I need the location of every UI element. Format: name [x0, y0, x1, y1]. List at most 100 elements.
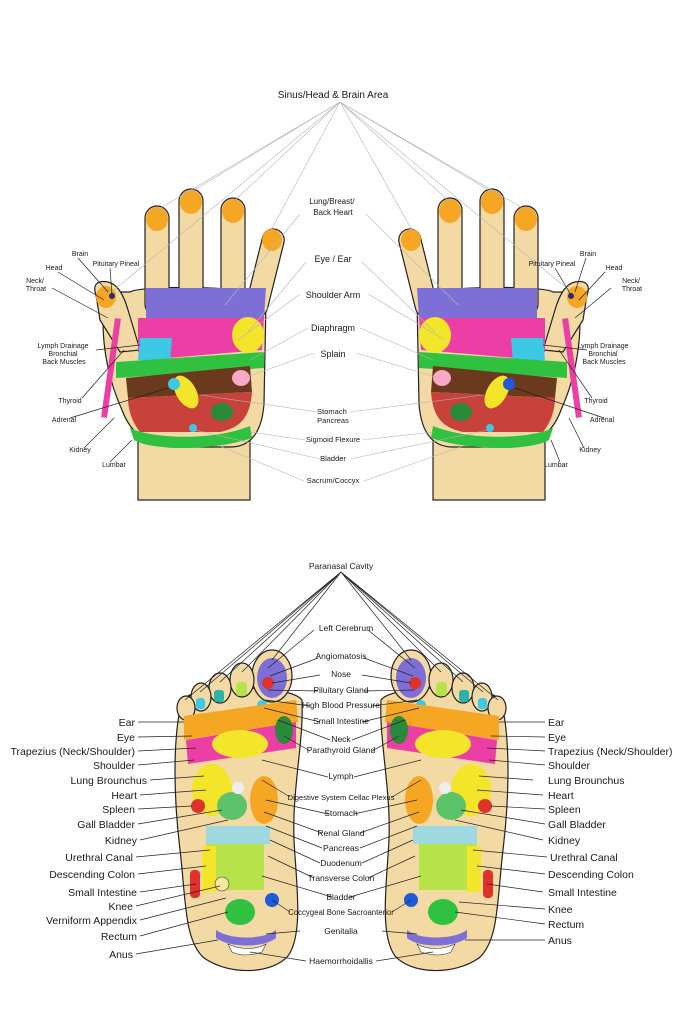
left-pinky-tip — [262, 229, 282, 251]
left-foot-label-trapezius: Trapezius (Neck/Shoulder) — [11, 746, 136, 758]
left-zone-orange-band — [184, 700, 298, 740]
right-label-thyroid: Thyroid — [584, 398, 607, 405]
left-label-lymph: Lymph Drainage Bronchial Back Muscles — [37, 343, 90, 366]
left-ring-tip — [222, 199, 244, 223]
hand-right-side-labels: Brain Pituitary Pineal Head Neck/ Throat… — [529, 251, 643, 469]
foot-right-labels: Ear Eye Trapezius (Neck/Shoulder) Should… — [548, 717, 673, 947]
left-zone-appendix — [214, 876, 230, 892]
right-lymph-l2: Bronchial — [588, 351, 618, 358]
right-pinky-tip — [401, 229, 421, 251]
left-zone-green-kidney — [217, 792, 247, 820]
right-toe-3-green — [459, 690, 469, 702]
label-duodenum: Duodenum — [320, 858, 362, 868]
left-lymph-l2: Bronchial — [48, 351, 78, 358]
label-pancreas: Pancreas — [323, 843, 359, 853]
left-neck-l2: Throat — [26, 286, 46, 293]
left-foot-label-anus: Anus — [109, 949, 133, 961]
left-label-lumbar: Lumbar — [102, 462, 126, 469]
label-diaphragm: Diaphragm — [311, 323, 355, 333]
left-zone-dark-green — [275, 716, 293, 744]
left-foot-label-rectum: Rectum — [101, 931, 137, 943]
right-neck-l1: Neck/ — [622, 278, 640, 285]
label-bladder-hand: Bladder — [320, 454, 346, 463]
right-zone-purple — [417, 288, 537, 320]
right-zone-bladder — [486, 424, 494, 432]
left-zone-spleen — [232, 370, 250, 386]
label-transverse-colon: Transverse Colon — [308, 873, 375, 883]
feet-title: Paranasal Cavity — [309, 561, 374, 571]
left-foot-label-small-intestine: Small Intestine — [68, 887, 137, 899]
label-bladder-foot: Bladder — [326, 892, 355, 902]
left-wrist — [137, 437, 251, 501]
label-sacrum: Sacrum/Coccyx — [307, 476, 360, 485]
left-foot-label-shoulder: Shoulder — [93, 760, 136, 772]
left-foot — [174, 649, 303, 972]
right-zone-yellow-lung — [415, 730, 471, 758]
right-label-head: Head — [606, 265, 623, 272]
left-zone-red — [128, 392, 252, 432]
hand-leader-lines — [51, 101, 612, 482]
right-foot-label-lung: Lung Brounchus — [548, 775, 624, 787]
right-zone-green-kidney — [436, 792, 466, 820]
right-label-kidney: Kidney — [579, 447, 601, 454]
left-foot-label-ear: Ear — [119, 717, 136, 729]
label-renal-gland: Renal Gland — [317, 828, 365, 838]
left-foot-label-gall: Gall Bladder — [77, 819, 135, 831]
left-zone-purple — [146, 288, 266, 320]
left-zone-lymph — [101, 318, 121, 418]
right-zone-yellow-colon — [467, 846, 481, 892]
label-parathyroid: Parathyroid Gland — [307, 745, 376, 755]
left-zone-green — [116, 352, 264, 378]
right-zone-green — [419, 352, 567, 378]
foot-left-labels: Ear Eye Trapezius (Neck/Shoulder) Should… — [11, 717, 148, 961]
right-lymph-l3: Back Muscles — [582, 359, 626, 366]
label-sigmoid: Sigmoid Flexure — [306, 435, 360, 444]
right-foot-label-descending: Descending Colon — [548, 869, 634, 881]
left-lymph-l1: Lymph Drainage — [37, 343, 88, 350]
label-eye-ear: Eye / Ear — [314, 254, 351, 264]
left-zone-cyan — [138, 338, 172, 362]
left-foot-label-eye: Eye — [117, 732, 135, 744]
left-label-brain: Brain — [72, 251, 88, 258]
label-shoulder-arm: Shoulder Arm — [306, 290, 361, 300]
label-lung-breast-l2: Back Heart — [313, 208, 353, 217]
right-foot-label-knee: Knee — [548, 904, 573, 916]
left-label-kidney: Kidney — [69, 447, 91, 454]
left-hand — [94, 188, 285, 501]
right-ring-tip — [439, 199, 461, 223]
feet-section: Paranasal Cavity Left Cerebrum Angiomato… — [11, 561, 673, 972]
label-neck-foot: Neck — [331, 734, 351, 744]
right-zone-teal-colon — [413, 826, 477, 844]
left-foot-label-heart: Heart — [111, 790, 137, 802]
left-zone-green-oval — [211, 403, 233, 421]
right-foot-label-heart: Heart — [548, 790, 574, 802]
label-angiomatosis: Angiomatosis — [315, 651, 366, 661]
right-zone-orange-stomach — [405, 776, 433, 824]
foot-leader-lines — [135, 571, 548, 962]
left-foot-label-knee: Knee — [108, 901, 133, 913]
right-lymph-l1: Lymph Drainage — [577, 343, 628, 350]
label-coccygeal: Coccygeal Bone Sacroanterior — [288, 908, 394, 917]
left-label-adrenal: Adrenal — [52, 417, 77, 424]
left-zone-adrenal — [168, 378, 180, 390]
label-splain: Splain — [320, 349, 345, 359]
right-toe-4-cyan — [478, 698, 487, 709]
label-genitalia: Genitalia — [324, 926, 358, 936]
left-label-thyroid: Thyroid — [58, 398, 81, 405]
right-index-tip — [515, 207, 537, 231]
right-label-brain: Brain — [580, 251, 596, 258]
hand-center-labels: Lung/Breast/ Back Heart Eye / Ear Should… — [306, 197, 361, 485]
left-toe-4-cyan — [196, 698, 205, 709]
right-toe-nose-red — [409, 677, 421, 689]
right-hand — [398, 188, 589, 501]
left-lymph-l3: Back Muscles — [42, 359, 86, 366]
right-zone-red — [431, 392, 555, 432]
right-foot — [380, 649, 509, 972]
right-foot-label-trapezius: Trapezius (Neck/Shoulder) — [548, 746, 673, 758]
right-zone-spleen — [433, 370, 451, 386]
left-pituitary-dot — [109, 293, 115, 299]
left-toe-nose-red — [262, 677, 274, 689]
hands-title: Sinus/Head & Brain Area — [278, 90, 389, 101]
right-zone-adrenal — [503, 378, 515, 390]
left-zone-haemorr — [227, 943, 267, 956]
